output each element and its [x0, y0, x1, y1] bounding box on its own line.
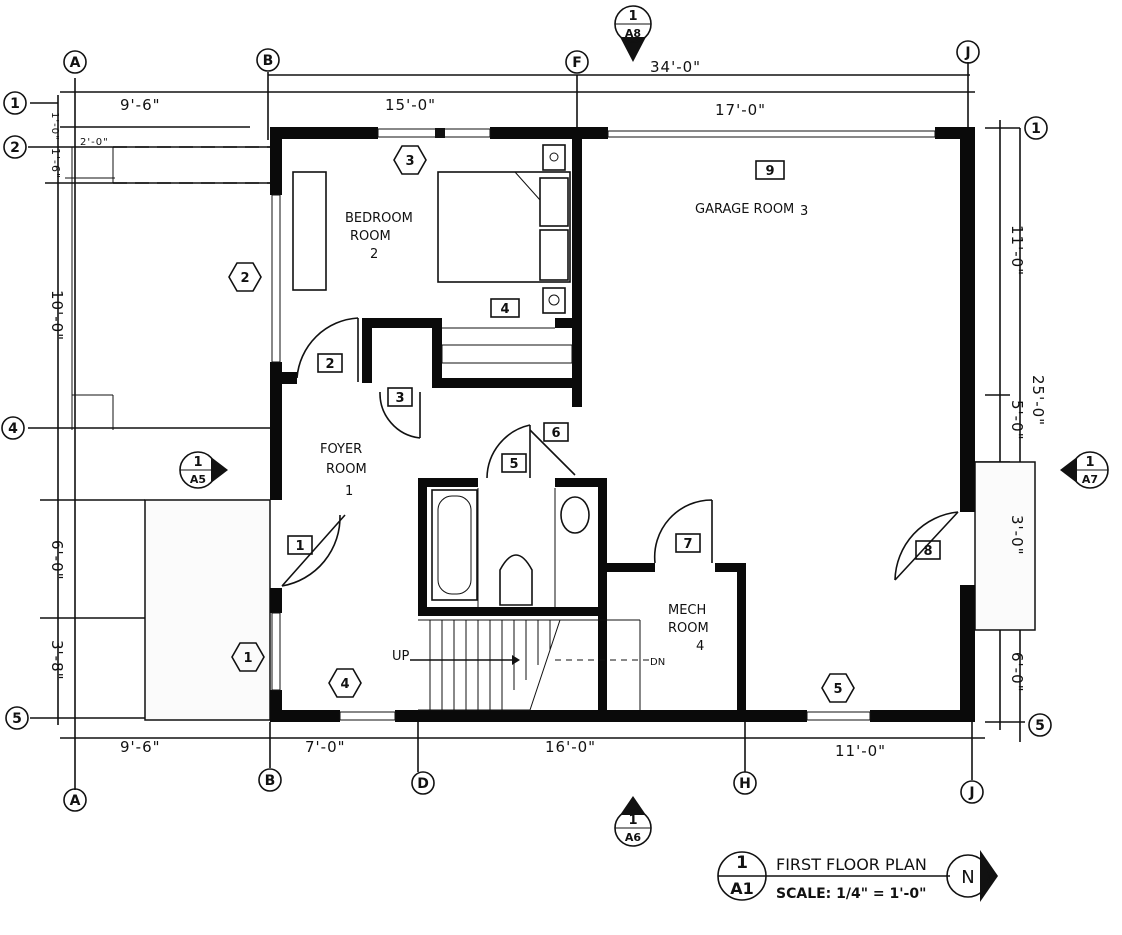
section-a6-num: 1 [628, 813, 637, 828]
grid-a-top: A [70, 55, 81, 71]
dim-top-left: 9'-6" [120, 96, 161, 114]
door-tag-1: 1 [295, 539, 304, 554]
grid-1-right: 1 [1031, 121, 1041, 137]
dim-left-1: 1'-0" [49, 112, 60, 141]
grid-5-right: 5 [1035, 718, 1045, 734]
stair-up-label: UP [392, 649, 410, 664]
dim-left-4: 6'-0" [48, 540, 66, 581]
grid-j-top: J [964, 45, 970, 61]
window-tag-2-text: 2 [240, 271, 249, 286]
dim-right-1: 11'-0" [1008, 225, 1026, 276]
dim-bottom-3: 16'-0" [545, 738, 596, 756]
grid-h: H [739, 776, 751, 792]
window-tag-3: 3 [393, 145, 427, 175]
window-tag-4-text: 4 [340, 677, 349, 692]
section-marker-a6: 1A6 [614, 796, 652, 847]
window-tags: 2 3 1 4 5 [228, 145, 855, 703]
room-foyer-sub: ROOM [326, 462, 367, 477]
dim-small: 2'-0" [80, 137, 109, 148]
section-a8-sheet: A8 [625, 27, 641, 40]
door-tags: 1 2 3 4 5 6 7 8 9 [287, 160, 941, 560]
grid-d: D [417, 776, 429, 792]
dim-right-4: 6'-0" [1008, 652, 1026, 693]
room-foyer-num: 1 [345, 484, 353, 499]
north-label: N [961, 867, 974, 888]
window-tag-4: 4 [328, 668, 362, 698]
plan-title: FIRST FLOOR PLAN [776, 855, 927, 874]
dim-left-5: 3'-8" [48, 640, 66, 681]
room-bedroom-name: BEDROOM [345, 211, 413, 226]
grid-a-bottom: A [70, 793, 81, 809]
dim-left-2: 1'-6" [49, 148, 62, 179]
dim-bottom-2: 7'-0" [305, 738, 346, 756]
door-tag-3: 3 [395, 391, 404, 406]
door-tag-4: 4 [500, 302, 509, 317]
grid-bubbles: A A B B F J J D H 1 2 4 5 1 5 [1, 40, 1052, 812]
dim-bottom-4: 11'-0" [835, 742, 886, 760]
title-block: 1 A1 FIRST FLOOR PLAN SCALE: 1/4" = 1'-0… [717, 850, 998, 902]
door-tag-2: 2 [325, 357, 334, 372]
dim-right-total: 25'-0" [1029, 375, 1047, 426]
door-tag-9: 9 [765, 164, 774, 179]
garage-door-pad [974, 461, 1036, 631]
window-tag-5-text: 5 [833, 682, 842, 697]
dim-bottom-1: 9'-6" [120, 738, 161, 756]
grid-4-left: 4 [8, 421, 18, 437]
door-tag-8: 8 [923, 544, 932, 559]
room-bedroom-sub: ROOM [350, 229, 391, 244]
section-marker-a7: 1A7 [1060, 451, 1109, 489]
section-marker-a5: 1A5 [179, 451, 228, 489]
room-mech-sub: ROOM [668, 621, 709, 636]
grid-b-bottom: B [265, 773, 276, 789]
room-labels: BEDROOM ROOM 2 GARAGE ROOM 3 FOYER ROOM … [320, 202, 808, 668]
fixtures [271, 128, 959, 721]
window-tag-5: 5 [821, 673, 855, 703]
room-garage-name: GARAGE ROOM [695, 202, 794, 217]
grid-j-bottom: J [968, 785, 974, 801]
window-tag-2: 2 [228, 262, 262, 292]
room-bedroom-num: 2 [370, 247, 378, 262]
room-mech-num: 4 [696, 639, 704, 654]
grid-b-top: B [263, 53, 274, 69]
window-tag-1-text: 1 [243, 651, 252, 666]
dim-right-3: 3'-0" [1008, 515, 1026, 556]
dim-top-total: 34'-0" [650, 58, 701, 76]
section-a5-num: 1 [193, 455, 202, 470]
window-tag-1: 1 [231, 642, 265, 672]
grid-5-left: 5 [12, 711, 22, 727]
room-garage-num: 3 [800, 204, 808, 219]
grid-2-left: 2 [10, 140, 20, 156]
dim-right-2: 5'-0" [1008, 400, 1026, 441]
room-mech-name: MECH [668, 603, 706, 618]
section-a7-num: 1 [1085, 455, 1094, 470]
section-marker-a8: 1A8 [614, 5, 652, 62]
room-foyer-name: FOYER [320, 442, 362, 457]
section-markers: 1A8 1A5 1A7 1A6 [179, 5, 1109, 847]
door-tag-5: 5 [509, 457, 518, 472]
title-sheet: A1 [730, 879, 754, 898]
section-a7-sheet: A7 [1082, 473, 1098, 486]
section-a5-sheet: A5 [190, 473, 206, 486]
window-tag-3-text: 3 [405, 154, 414, 169]
stair-dn-label: DN [650, 657, 665, 668]
plan-scale: SCALE: 1/4" = 1'-0" [776, 886, 926, 902]
dim-top-right: 17'-0" [715, 101, 766, 119]
walls [270, 127, 975, 722]
porch-pad [144, 499, 271, 721]
grid-1-left: 1 [10, 96, 20, 112]
dim-left-3: 10'-0" [48, 290, 66, 341]
grid-f: F [572, 55, 582, 71]
section-a6-sheet: A6 [625, 831, 642, 844]
title-sheet-num: 1 [736, 853, 748, 873]
door-tag-6: 6 [551, 426, 560, 441]
dimension-lines [28, 62, 1025, 790]
dimension-labels: 34'-0" 9'-6" 15'-0" 17'-0" 2'-0" 9'-6" 7… [48, 58, 1047, 760]
door-tag-7: 7 [683, 537, 692, 552]
section-a8-num: 1 [628, 9, 637, 24]
dim-top-mid: 15'-0" [385, 96, 436, 114]
